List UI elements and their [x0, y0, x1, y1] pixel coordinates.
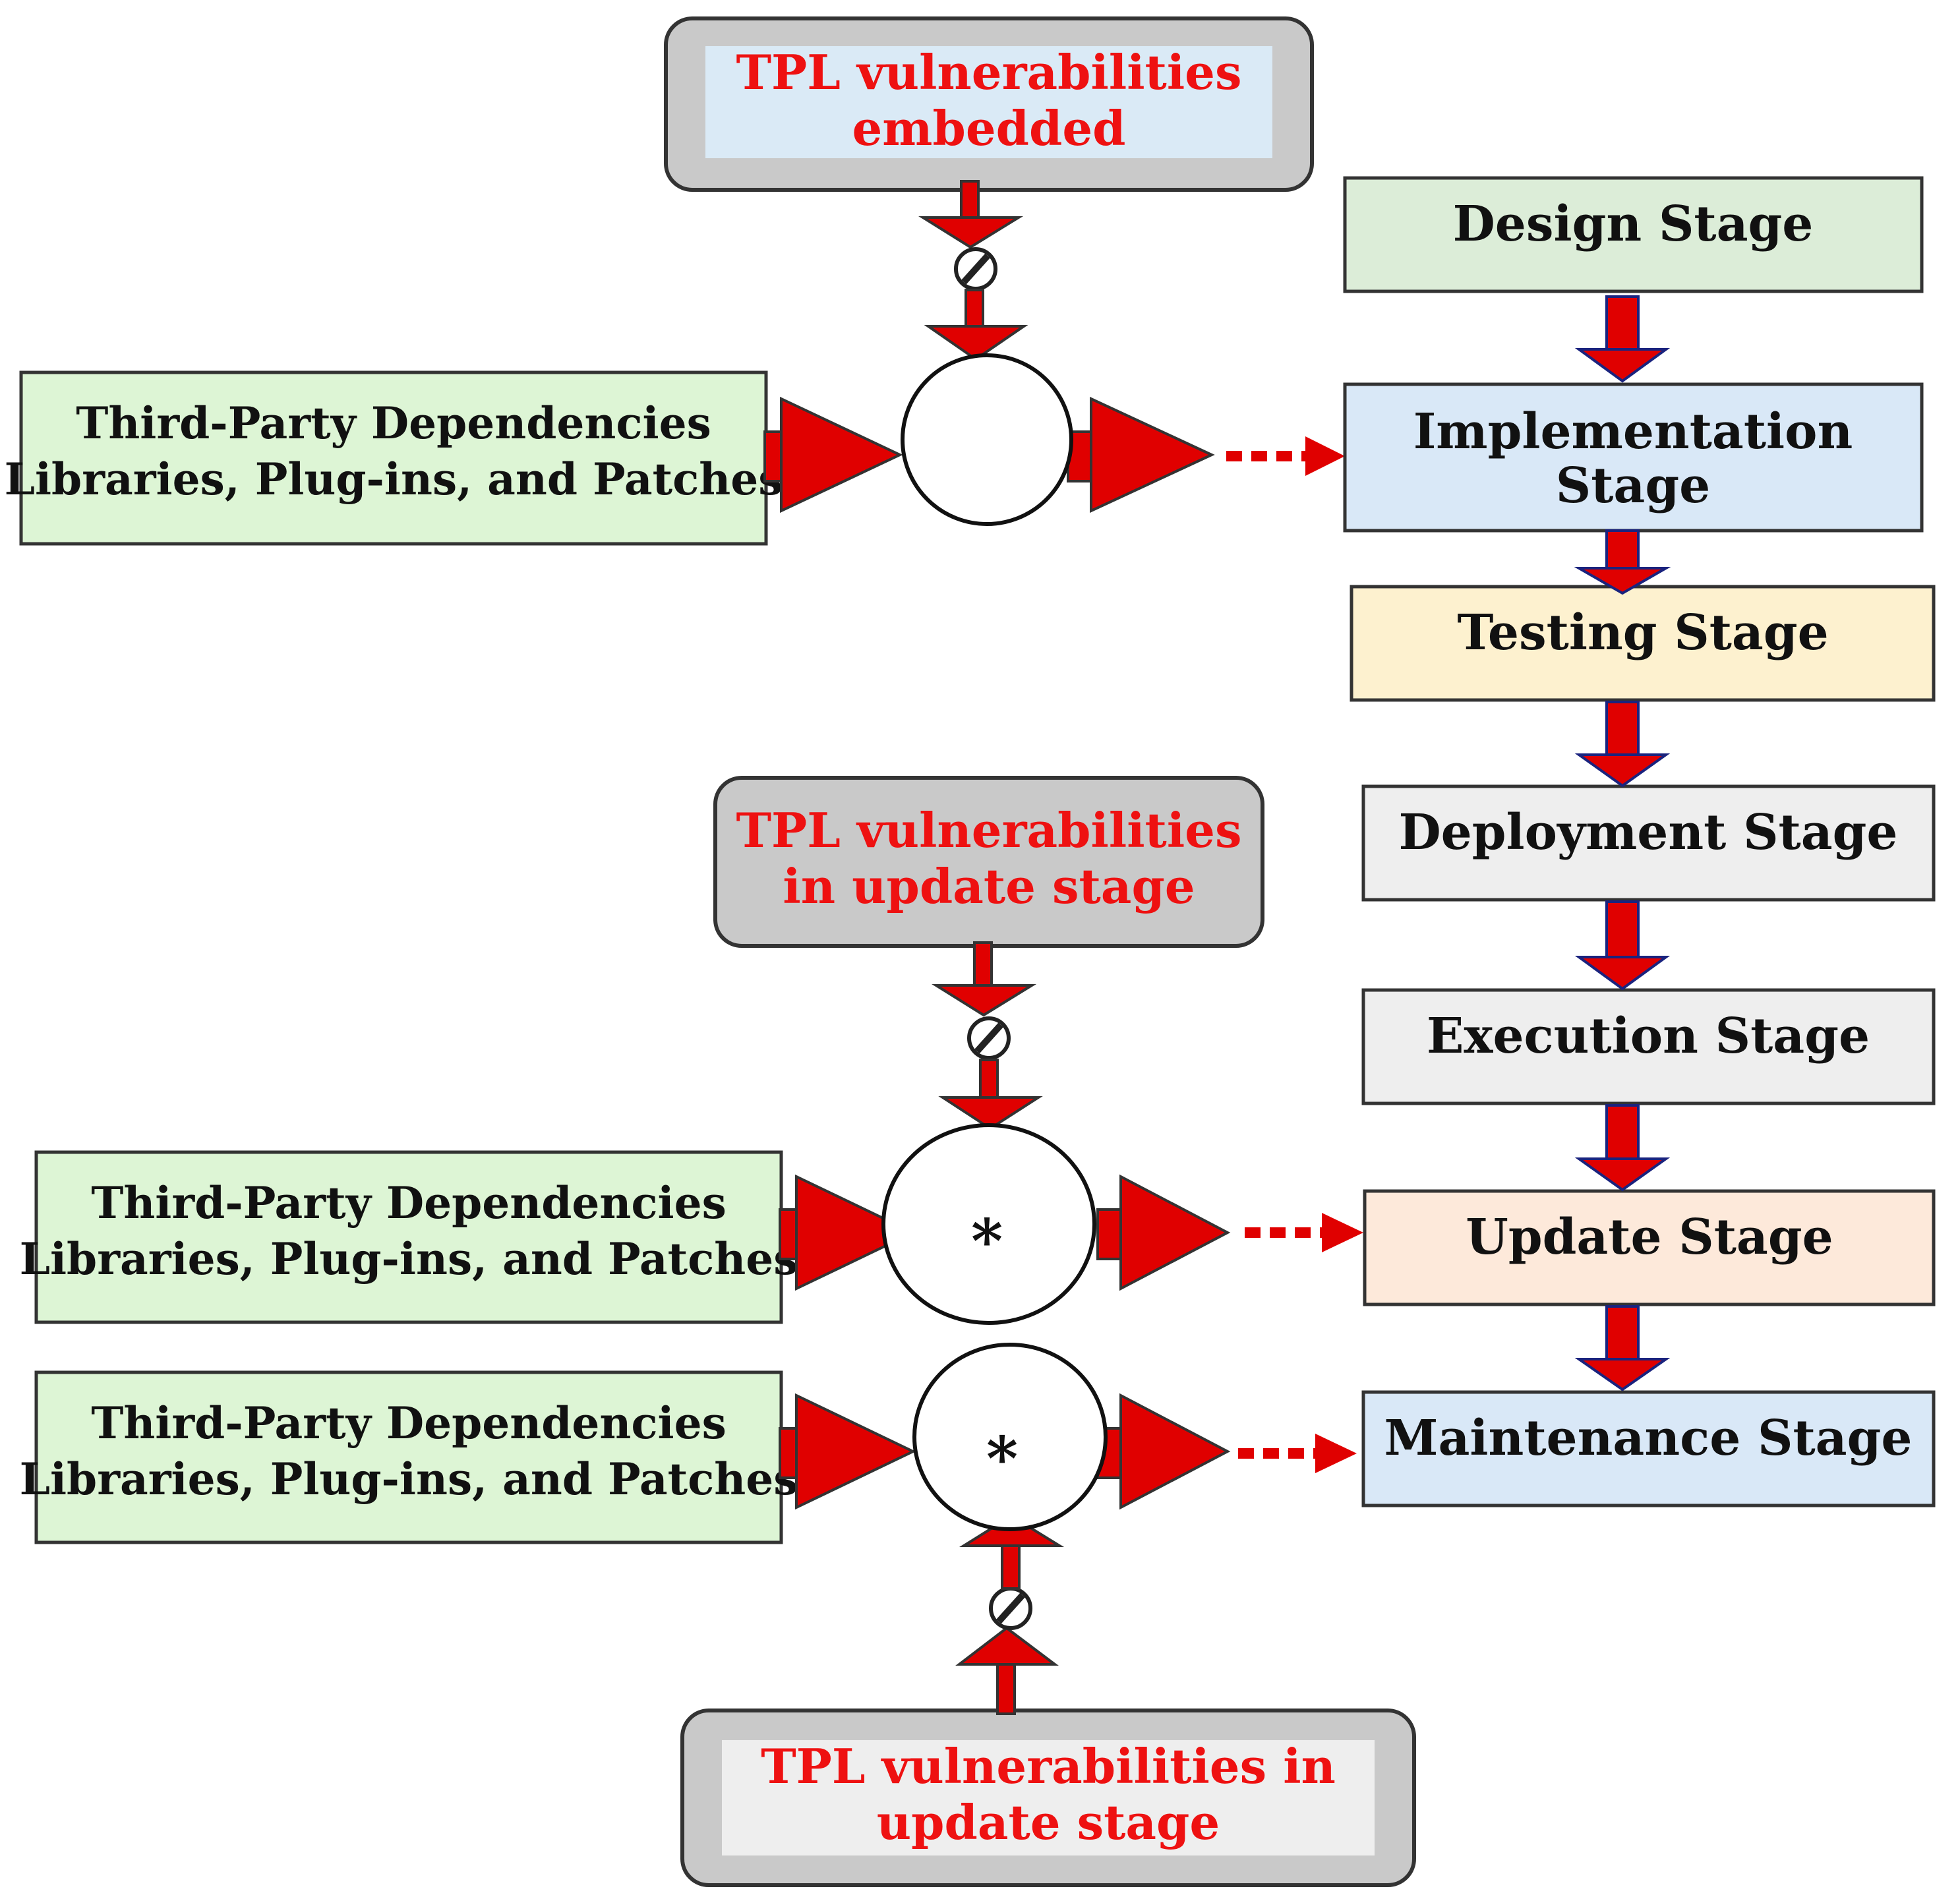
stage-execution-label: Execution Stage: [1427, 1008, 1870, 1065]
stage-implementation-line2: Stage: [1556, 457, 1710, 514]
junction-2: *: [881, 1123, 1096, 1325]
vuln-source-embedded: TPL vulnerabilities embedded: [664, 16, 1314, 192]
vuln-source-embedded-line2: embedded: [852, 100, 1126, 156]
dependency-box-2: Third-Party Dependencies Libraries, Plug…: [20, 1150, 798, 1324]
stage-update: Update Stage: [1363, 1189, 1936, 1306]
dependency-box-3-line1: Third-Party Dependencies: [91, 1397, 727, 1449]
stage-design-label: Design Stage: [1453, 196, 1814, 252]
vuln-source-embedded-line1: TPL vulnerabilities: [736, 44, 1241, 100]
vuln-arrow-embedded: [918, 180, 1028, 361]
vuln-arrow-update-bottom: [955, 1514, 1065, 1715]
stage-arrow-testing-to-deployment: [1574, 701, 1671, 788]
dependency-box-2-line2: Libraries, Plug-ins, and Patches: [20, 1233, 798, 1285]
dependency-box-2-line1: Third-Party Dependencies: [91, 1177, 727, 1229]
dependency-box-1: Third-Party Dependencies Libraries, Plug…: [5, 370, 783, 546]
vuln-source-update-bottom: TPL vulnerabilities in update stage: [680, 1709, 1416, 1887]
stage-deployment-label: Deployment Stage: [1399, 804, 1898, 861]
flow-arrows-row-1: [763, 396, 1345, 513]
junction-1: [901, 353, 1073, 526]
vuln-source-update-middle: TPL vulnerabilities in update stage: [713, 776, 1264, 948]
stage-execution: Execution Stage: [1361, 988, 1936, 1105]
stage-deployment: Deployment Stage: [1361, 784, 1936, 902]
dependency-box-3-line2: Libraries, Plug-ins, and Patches: [20, 1453, 798, 1505]
stage-arrow-design-to-implementation: [1574, 295, 1671, 383]
stage-arrow-update-to-maintenance: [1574, 1305, 1671, 1391]
flow-arrows-row-3: [779, 1393, 1357, 1510]
dependency-box-1-line1: Third-Party Dependencies: [76, 397, 711, 449]
junction-3-symbol: *: [986, 1423, 1018, 1494]
stage-maintenance: Maintenance Stage: [1361, 1390, 1936, 1507]
vuln-source-update-bottom-line2: update stage: [877, 1794, 1220, 1850]
flow-arrows-row-2: [779, 1174, 1363, 1291]
stage-implementation-line1: Implementation: [1413, 403, 1853, 460]
stage-implementation: Implementation Stage: [1343, 382, 1924, 533]
dependency-box-1-line2: Libraries, Plug-ins, and Patches: [5, 453, 783, 505]
stage-arrow-deployment-to-execution: [1574, 900, 1671, 991]
vuln-source-update-middle-line1: TPL vulnerabilities: [736, 802, 1241, 858]
vuln-arrow-update-middle: [932, 941, 1043, 1130]
stage-arrow-execution-to-update: [1574, 1104, 1671, 1192]
stage-design: Design Stage: [1343, 176, 1924, 293]
junction-3: *: [912, 1343, 1108, 1531]
vuln-source-update-middle-line2: in update stage: [783, 858, 1195, 914]
stage-update-label: Update Stage: [1466, 1209, 1833, 1266]
junction-2-symbol: *: [971, 1206, 1003, 1277]
stage-arrow-implementation-to-testing: [1574, 529, 1671, 595]
vuln-source-update-bottom-line1: TPL vulnerabilities in: [761, 1738, 1336, 1794]
stage-testing-label: Testing Stage: [1457, 604, 1828, 661]
stage-maintenance-label: Maintenance Stage: [1384, 1410, 1913, 1467]
dependency-box-3: Third-Party Dependencies Libraries, Plug…: [20, 1370, 798, 1544]
stage-testing: Testing Stage: [1350, 585, 1936, 702]
